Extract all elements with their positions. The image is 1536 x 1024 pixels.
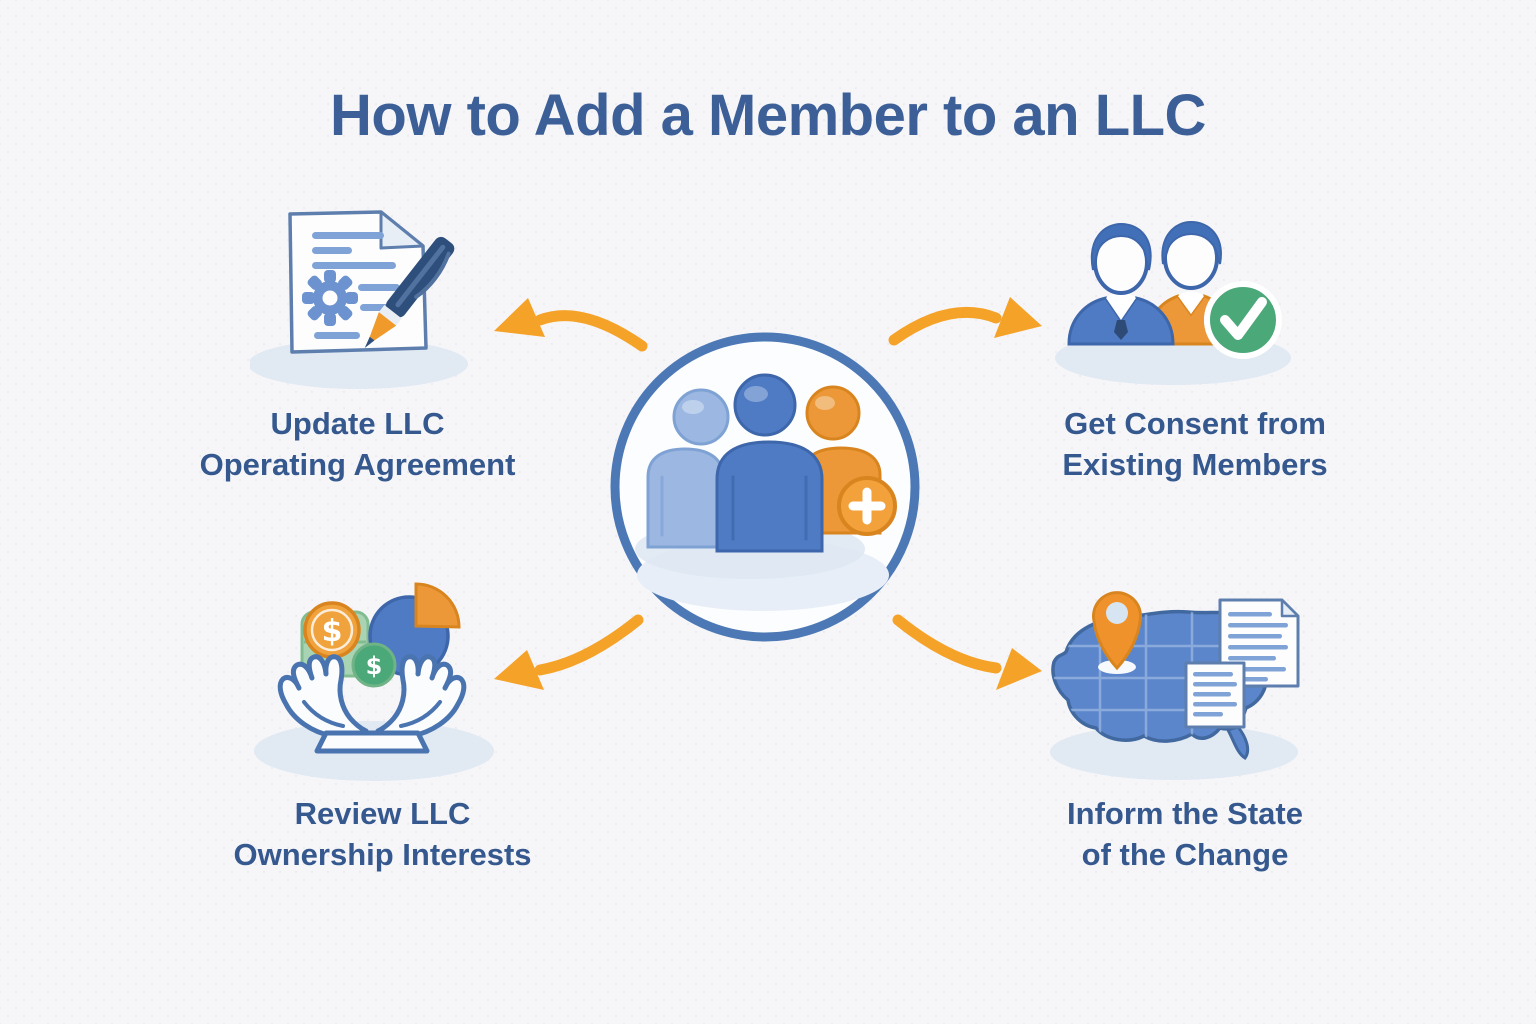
page-title: How to Add a Member to an LLC xyxy=(330,83,1206,148)
dollar-coin-green-icon: $ xyxy=(351,642,397,688)
step-label-review-ownership: Review LLC Ownership Interests xyxy=(180,794,585,876)
step-label-line: of the Change xyxy=(1081,836,1289,872)
member-blue xyxy=(715,373,824,553)
tie-icon xyxy=(1114,320,1128,340)
plus-badge-icon xyxy=(837,476,897,536)
member-blue-suit xyxy=(1067,222,1175,346)
svg-text:$: $ xyxy=(322,614,343,649)
gear-icon xyxy=(302,270,358,326)
checkmark-icon xyxy=(1204,281,1282,359)
step-inform-state-icon-box xyxy=(1036,566,1316,786)
step-label-line: Review LLC xyxy=(294,796,471,831)
step-review-ownership-icon-box: $ $ xyxy=(246,576,516,786)
step-label-get-consent: Get Consent from Existing Members xyxy=(990,404,1400,486)
step-label-line: Existing Members xyxy=(1062,446,1328,482)
step-label-inform-state: Inform the State of the Change xyxy=(980,794,1390,876)
step-label-line: Operating Agreement xyxy=(199,446,516,482)
step-label-line: Inform the State xyxy=(1067,796,1303,831)
step-label-line: Update LLC xyxy=(270,406,445,441)
member-light-blue xyxy=(646,388,730,549)
document-gear-pen-icon xyxy=(250,210,468,389)
hands-coins-pie-icon: $ $ xyxy=(254,582,494,781)
members-group-add-icon xyxy=(610,332,920,642)
members-approval-icon xyxy=(1055,220,1291,385)
center-emblem xyxy=(595,325,935,665)
svg-text:$: $ xyxy=(366,652,383,680)
map-pin-documents-icon xyxy=(1050,591,1300,780)
dollar-coin-orange-icon: $ xyxy=(303,601,361,659)
step-update-agreement-icon-box xyxy=(250,196,500,396)
step-get-consent-icon-box xyxy=(1045,192,1305,392)
step-label-line: Get Consent from xyxy=(1064,406,1326,441)
map-pin-icon xyxy=(1092,591,1142,674)
step-label-line: Ownership Interests xyxy=(233,836,532,872)
open-hands-icon xyxy=(277,657,464,754)
notice-document-icon xyxy=(1184,661,1246,729)
step-label-update-agreement: Update LLC Operating Agreement xyxy=(155,404,560,486)
pen-icon xyxy=(364,236,455,349)
